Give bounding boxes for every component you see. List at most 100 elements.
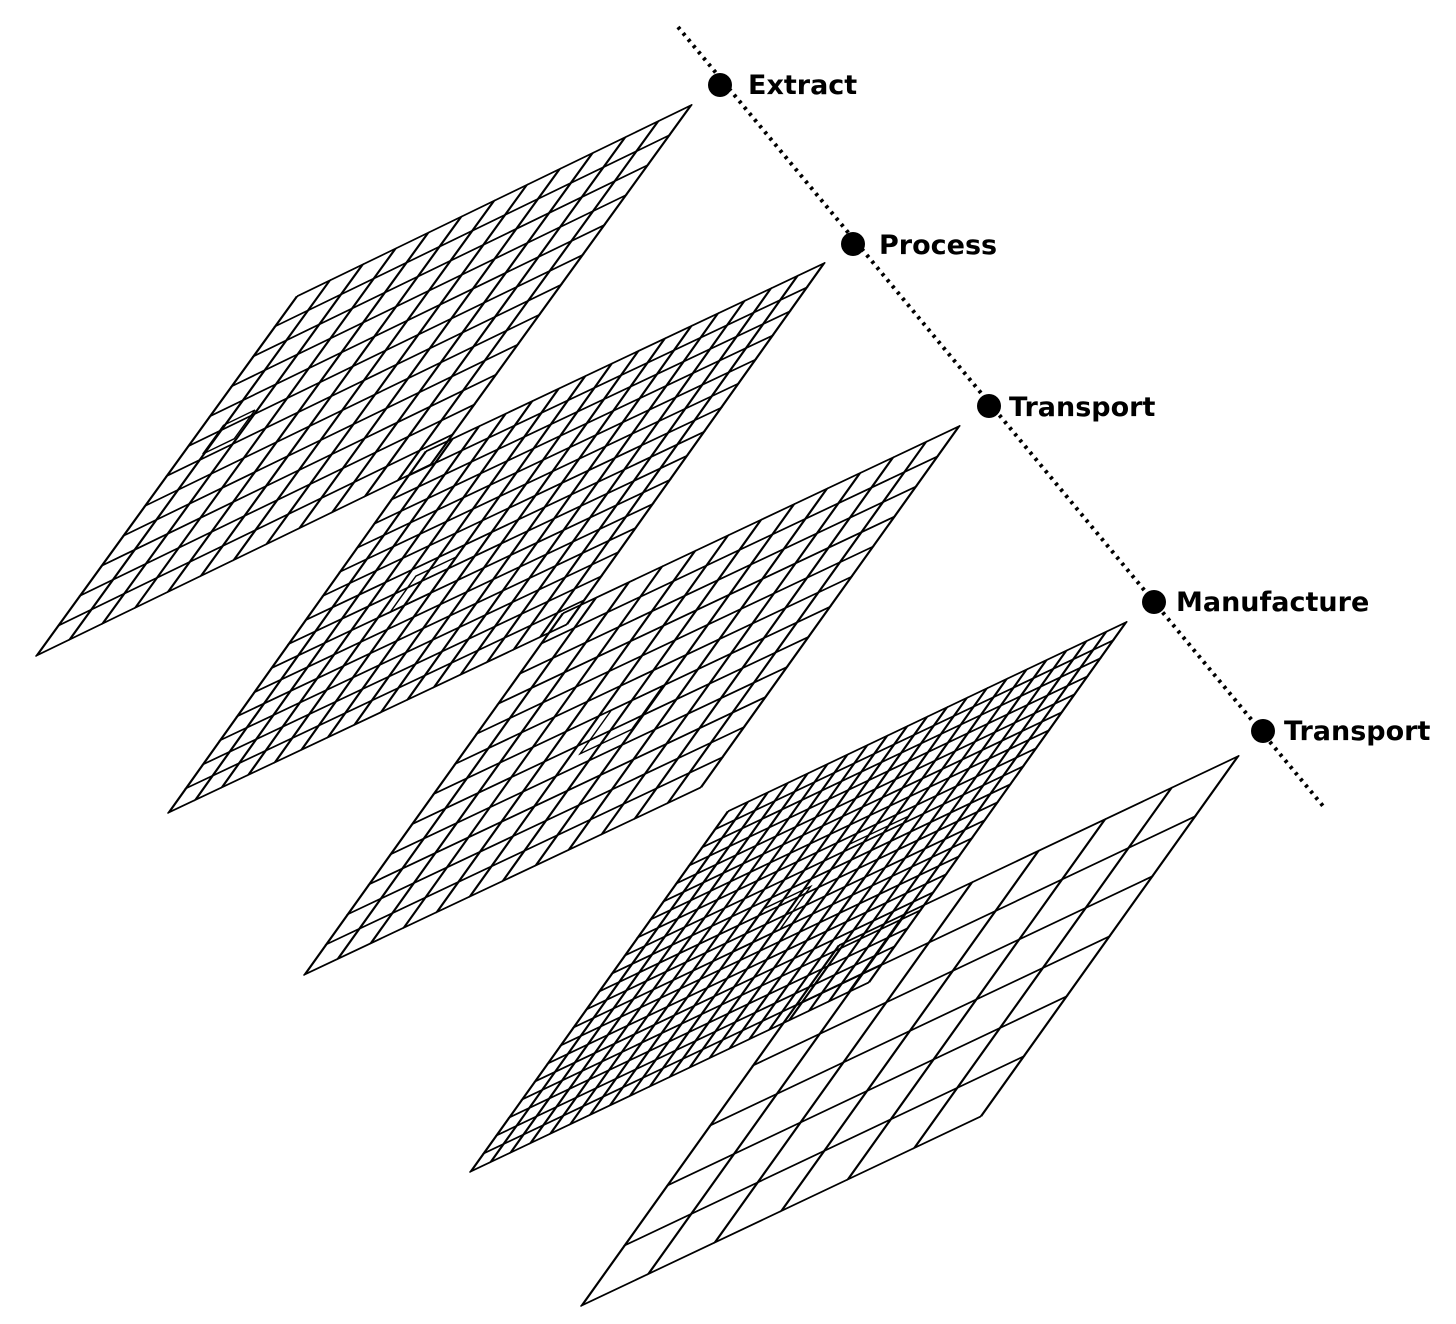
- grid-line: [567, 262, 826, 625]
- grid-line: [563, 425, 961, 614]
- grid-line: [357, 358, 757, 548]
- transport-layer: [303, 425, 961, 976]
- grid-line: [914, 786, 1174, 1149]
- grid-line: [538, 275, 798, 639]
- grid-line: [702, 657, 1102, 848]
- grid-line: [246, 413, 506, 777]
- grid-layers: [35, 104, 1240, 1307]
- final-transport-layer: [580, 755, 1240, 1307]
- grid-line: [340, 382, 740, 572]
- grid-line: [565, 263, 824, 626]
- grid-line: [729, 687, 989, 1049]
- grid-line: [728, 621, 1128, 812]
- grid-line: [210, 223, 606, 417]
- grid-line: [273, 401, 532, 764]
- stage-label: Transport: [1009, 392, 1155, 423]
- grid-line: [485, 300, 745, 664]
- grid-line: [461, 312, 720, 675]
- stage-dot: [977, 394, 1001, 418]
- grid-line: [169, 450, 428, 813]
- grid-line: [407, 337, 667, 700]
- inner-tile: [729, 884, 813, 955]
- grid-line: [512, 288, 771, 651]
- grid-line: [690, 706, 949, 1068]
- grid-line: [676, 693, 1077, 884]
- stage-marker-transport[interactable]: Transport: [977, 392, 1155, 423]
- grid-line: [332, 151, 594, 513]
- grid-line: [459, 313, 718, 676]
- grid-line: [769, 668, 1029, 1030]
- grid-line: [651, 729, 1051, 920]
- grid-line: [715, 639, 1115, 830]
- grid-line: [306, 430, 706, 620]
- stage-marker-extract[interactable]: Extract: [708, 70, 857, 101]
- grid-line: [487, 299, 746, 663]
- timeline-dotted-line: [676, 25, 1325, 808]
- grid-line: [271, 478, 672, 669]
- inner-tile: [578, 684, 665, 756]
- inner-tile: [202, 409, 256, 455]
- grid-line: [431, 104, 693, 465]
- grid-line: [612, 783, 1012, 974]
- grid-line: [848, 818, 1107, 1180]
- inner-tile: [388, 555, 458, 614]
- stage-label: Extract: [748, 70, 857, 101]
- manufacture-layer: [469, 621, 1128, 1173]
- grid-line: [254, 502, 655, 693]
- grid-line: [253, 163, 650, 357]
- grid-line: [638, 747, 1038, 938]
- grid-line: [839, 755, 1240, 946]
- grid-line: [789, 658, 1048, 1021]
- stage-marker-process[interactable]: Process: [841, 230, 997, 261]
- grid-line: [663, 711, 1064, 902]
- grid-line: [232, 193, 628, 387]
- grid-line: [426, 262, 826, 452]
- grid-line: [625, 765, 1025, 956]
- grid-line: [297, 104, 693, 297]
- grid-line: [796, 815, 1197, 1006]
- grid-line: [635, 456, 895, 819]
- grid-line: [328, 374, 587, 738]
- grid-line: [379, 351, 638, 714]
- grid-line: [398, 119, 660, 481]
- process-layer: [167, 262, 826, 814]
- grid-line: [869, 621, 1128, 983]
- grid-line: [365, 135, 627, 497]
- grid-line: [701, 425, 961, 788]
- extract-layer: [35, 104, 693, 657]
- grid-line: [540, 274, 799, 637]
- grid-line: [689, 675, 1090, 866]
- grid-line: [749, 677, 1009, 1040]
- grid-line: [809, 649, 1068, 1011]
- grid-line: [829, 640, 1088, 1002]
- grid-line: [299, 167, 562, 529]
- stage-label: Manufacture: [1176, 587, 1369, 618]
- grid-line: [670, 715, 929, 1078]
- grid-line: [195, 437, 454, 800]
- grid-line: [668, 440, 928, 804]
- grid-line: [169, 623, 569, 813]
- stage-label: Transport: [1284, 716, 1430, 747]
- grid-line: [541, 455, 939, 644]
- stage-marker-manufacture[interactable]: Manufacture: [1142, 587, 1369, 618]
- grid-line: [275, 133, 671, 327]
- grid-line: [275, 400, 534, 763]
- grid-line: [193, 438, 453, 802]
- stage-dot: [708, 73, 732, 97]
- grid-line: [353, 363, 612, 726]
- grid-line: [709, 696, 969, 1059]
- stage-dot: [1251, 719, 1275, 743]
- grid-line: [220, 426, 479, 789]
- grid-line: [434, 324, 693, 688]
- grid-line: [981, 755, 1240, 1117]
- grid-line: [409, 286, 809, 476]
- stage-dot: [841, 232, 865, 256]
- grid-line: [222, 425, 481, 788]
- grid-line: [374, 334, 775, 524]
- grid-line: [237, 526, 637, 717]
- grid-line: [406, 338, 665, 701]
- grid-line: [289, 454, 689, 644]
- grid-line: [514, 287, 773, 650]
- stage-marker-final-transport[interactable]: Transport: [1251, 716, 1430, 747]
